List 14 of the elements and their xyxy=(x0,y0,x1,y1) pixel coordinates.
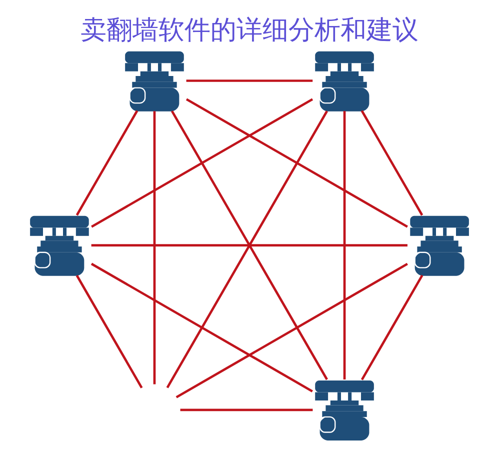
connector xyxy=(152,111,156,384)
connector xyxy=(342,111,346,380)
connector xyxy=(186,80,312,82)
connector xyxy=(90,262,312,392)
connector xyxy=(90,98,313,228)
diagram-title: 卖翻墙软件的详细分析和建议 xyxy=(80,16,418,46)
connector xyxy=(75,110,138,216)
connector xyxy=(175,262,408,398)
connector xyxy=(180,408,312,412)
connector xyxy=(75,274,142,388)
connector xyxy=(185,98,408,228)
connector xyxy=(90,244,407,246)
connector xyxy=(360,110,423,216)
connector xyxy=(360,274,423,380)
